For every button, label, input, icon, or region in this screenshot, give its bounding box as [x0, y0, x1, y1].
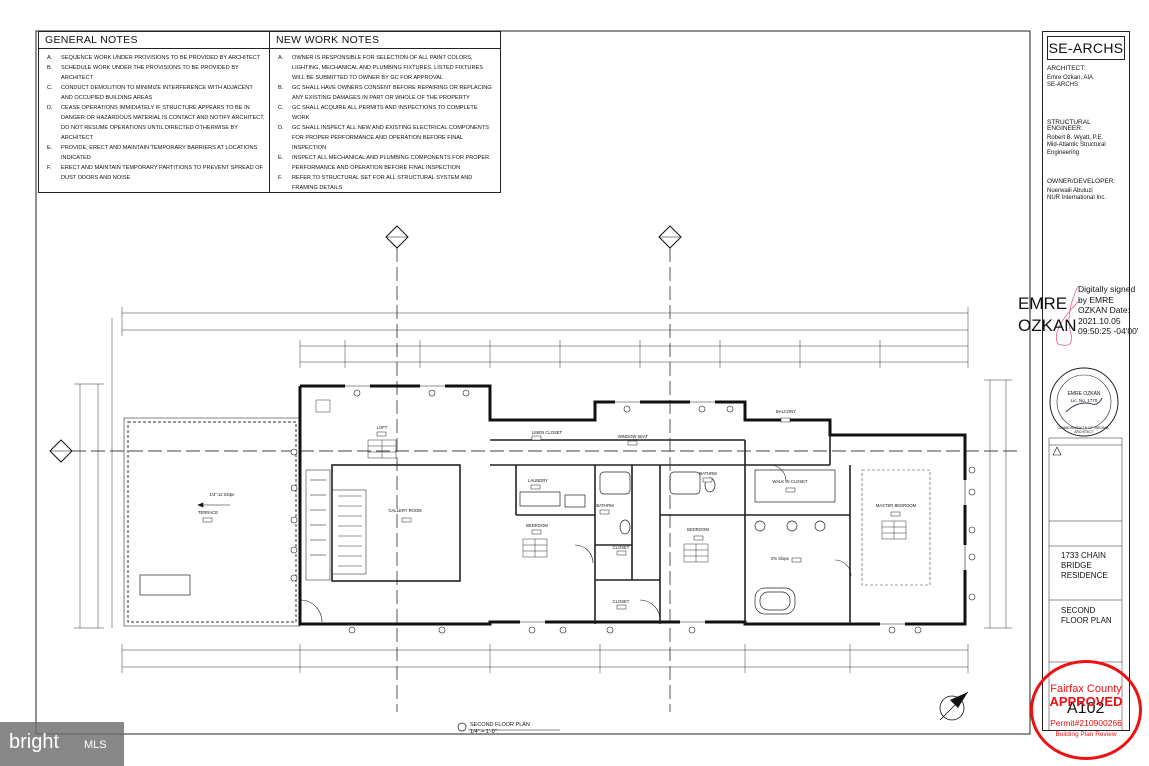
fixtures: [139, 469, 836, 615]
note-item: E.PROVIDE, ERECT AND MAINTAIN TEMPORARY …: [47, 145, 258, 161]
room-label: CLOSET: [613, 599, 630, 604]
structural-firm: Mid-Atlantic Structural Engineering: [1047, 142, 1106, 156]
signature-stroke: [1055, 285, 1081, 346]
project-name: 1733 CHAIN BRIDGE RESIDENCE: [1061, 551, 1108, 580]
structural-name: Robert B. Wyatt, P.E.: [1047, 134, 1104, 141]
window-openings: [345, 384, 967, 626]
room-label: MASTER BEDROOM: [876, 503, 917, 508]
sheet-title: SECOND FLOOR PLAN: [1061, 606, 1112, 625]
room-label: LINEN CLOSET: [532, 430, 563, 435]
stamp-permit: Permit#210900266: [1050, 718, 1122, 728]
note-item: C.CONDUCT DEMOLITION TO MINIMIZE INTERFE…: [47, 85, 253, 101]
door-swings: [299, 464, 852, 623]
architect-address: [1047, 90, 1125, 110]
signature-name-line2: OZKAN: [1018, 316, 1077, 335]
room-label: BEDROOM: [526, 523, 548, 528]
signature-text: Digitally signed by EMRE OZKAN Date: 202…: [1078, 284, 1139, 336]
room-label: BATHRM: [596, 503, 614, 508]
stamp-status: APPROVED: [1049, 694, 1123, 709]
note-item: B.GC SHALL HAVE OWNERS CONSENT BEFORE RE…: [278, 85, 492, 101]
room-label: BEDROOM: [687, 527, 709, 532]
seal-license: Lic. No. 1770: [1070, 398, 1098, 403]
slope-arrow: [197, 502, 230, 508]
note-item: E.INSPECT ALL MECHANICAL AND PLUMBING CO…: [278, 155, 490, 171]
room-label: LOFT: [377, 425, 388, 430]
architect-seal: [1049, 367, 1119, 437]
note-item: A.SEQUENCE WORK UNDER PROVISIONS TO BE P…: [47, 55, 261, 61]
owner-name: Nuerwaili Abuluzi: [1047, 187, 1093, 194]
room-label: BATHRM: [699, 471, 717, 476]
architect-name: Emre Ozkan, AIA: [1047, 74, 1094, 81]
note-item: A.OWNER IS RESPONSIBLE FOR SELECTION OF …: [278, 55, 483, 81]
dimension-lines: [79, 312, 1007, 668]
room-label: BALCONY: [776, 409, 796, 414]
stamp-review: Building Plan Review: [1055, 731, 1117, 738]
slope-label: 2% Slope: [771, 556, 790, 561]
mls-watermark: bright MLS: [0, 722, 124, 766]
note-item: F.REFER TO STRUCTURAL SET FOR ALL STRUCT…: [278, 175, 473, 191]
master-bedroom-rug: [861, 469, 931, 586]
caption-bubble: [457, 722, 467, 732]
title-block: SE-ARCHS ARCHITECT: Emre Ozkan, AIA SE-A…: [1042, 31, 1130, 731]
room-label: WALK IN CLOSET: [773, 479, 808, 484]
dimension-ticks: [74, 307, 1012, 673]
general-notes-title: GENERAL NOTES: [39, 32, 269, 49]
room-label: WINDOW SEAT: [618, 434, 649, 439]
room-label: LAUNDRY: [528, 478, 548, 483]
room-label: GALLERY ROOM: [388, 508, 422, 513]
owner-label: OWNER/DEVELOPER:: [1047, 178, 1116, 185]
note-item: F.ERECT AND MAINTAIN TEMPORARY PARTITION…: [47, 165, 263, 181]
note-item: D.GC SHALL INSPECT ALL NEW AND EXISTING …: [278, 125, 489, 151]
room-labels: LOFT LINEN CLOSET WINDOW SEAT BALCONY LA…: [198, 409, 917, 604]
caption-scale: 1/4" = 1'-0": [470, 729, 497, 735]
watermark-brand: bright: [9, 731, 60, 753]
approval-stamp: Fairfax County APPROVED Permit#210900266…: [1030, 660, 1142, 760]
architect-label: ARCHITECT:: [1047, 65, 1086, 72]
general-notes-list: A.SEQUENCE WORK UNDER PROVISIONS TO BE P…: [39, 49, 269, 183]
structural-label: STRUCTURAL ENGINEER:: [1047, 118, 1091, 132]
seal-ring: COMMONWEALTH OF VIRGINIA · ARCHITECT: [1057, 426, 1111, 434]
stamp-county: Fairfax County: [1050, 683, 1122, 695]
sheet-border: [35, 30, 1031, 735]
interior-walls: [331, 435, 851, 624]
revision-delta-icon: [1052, 446, 1062, 456]
structural-address: [1047, 157, 1125, 175]
note-item: D.CEASE OPERATIONS IMMIDIATELY IF STRUCT…: [47, 105, 265, 141]
new-work-notes-panel: NEW WORK NOTES A.OWNER IS RESPONSIBLE FO…: [269, 31, 501, 193]
stair: [305, 469, 367, 581]
note-item: B.SCHEDULE WORK UNDER THE PROVISIONS TO …: [47, 65, 239, 81]
room-label: TERRACE: [198, 510, 218, 515]
general-notes-panel: GENERAL NOTES A.SEQUENCE WORK UNDER PROV…: [38, 31, 270, 193]
drawing-caption: SECOND FLOOR PLAN 1/4" = 1'-0": [470, 722, 530, 736]
signature-name: EMRE OZKAN: [1018, 293, 1077, 337]
north-arrow-icon: [939, 691, 969, 721]
caption-title: SECOND FLOOR PLAN: [470, 722, 530, 728]
room-tag-boxes: [202, 417, 901, 610]
architect-firm: SE-ARCHS: [1047, 82, 1079, 88]
new-work-notes-title: NEW WORK NOTES: [270, 32, 500, 49]
slope-label: 1/4":12 Slope: [209, 492, 235, 497]
new-work-notes-list: A.OWNER IS RESPONSIBLE FOR SELECTION OF …: [270, 49, 500, 193]
note-item: C.GC SHALL ACQUIRE ALL PERMITS AND INSPE…: [278, 105, 478, 121]
room-label: CLOSET: [613, 545, 630, 550]
owner-firm: NUR International Inc.: [1047, 195, 1107, 201]
wall-tags: [290, 389, 976, 634]
watermark-suffix: MLS: [84, 739, 107, 751]
signature-name-line1: EMRE: [1018, 294, 1068, 313]
room-grids: [315, 399, 907, 563]
seal-name: EMRE OZKAN: [1067, 391, 1101, 397]
firm-logo: SE-ARCHS: [1047, 36, 1125, 60]
window-panes: [345, 385, 966, 625]
